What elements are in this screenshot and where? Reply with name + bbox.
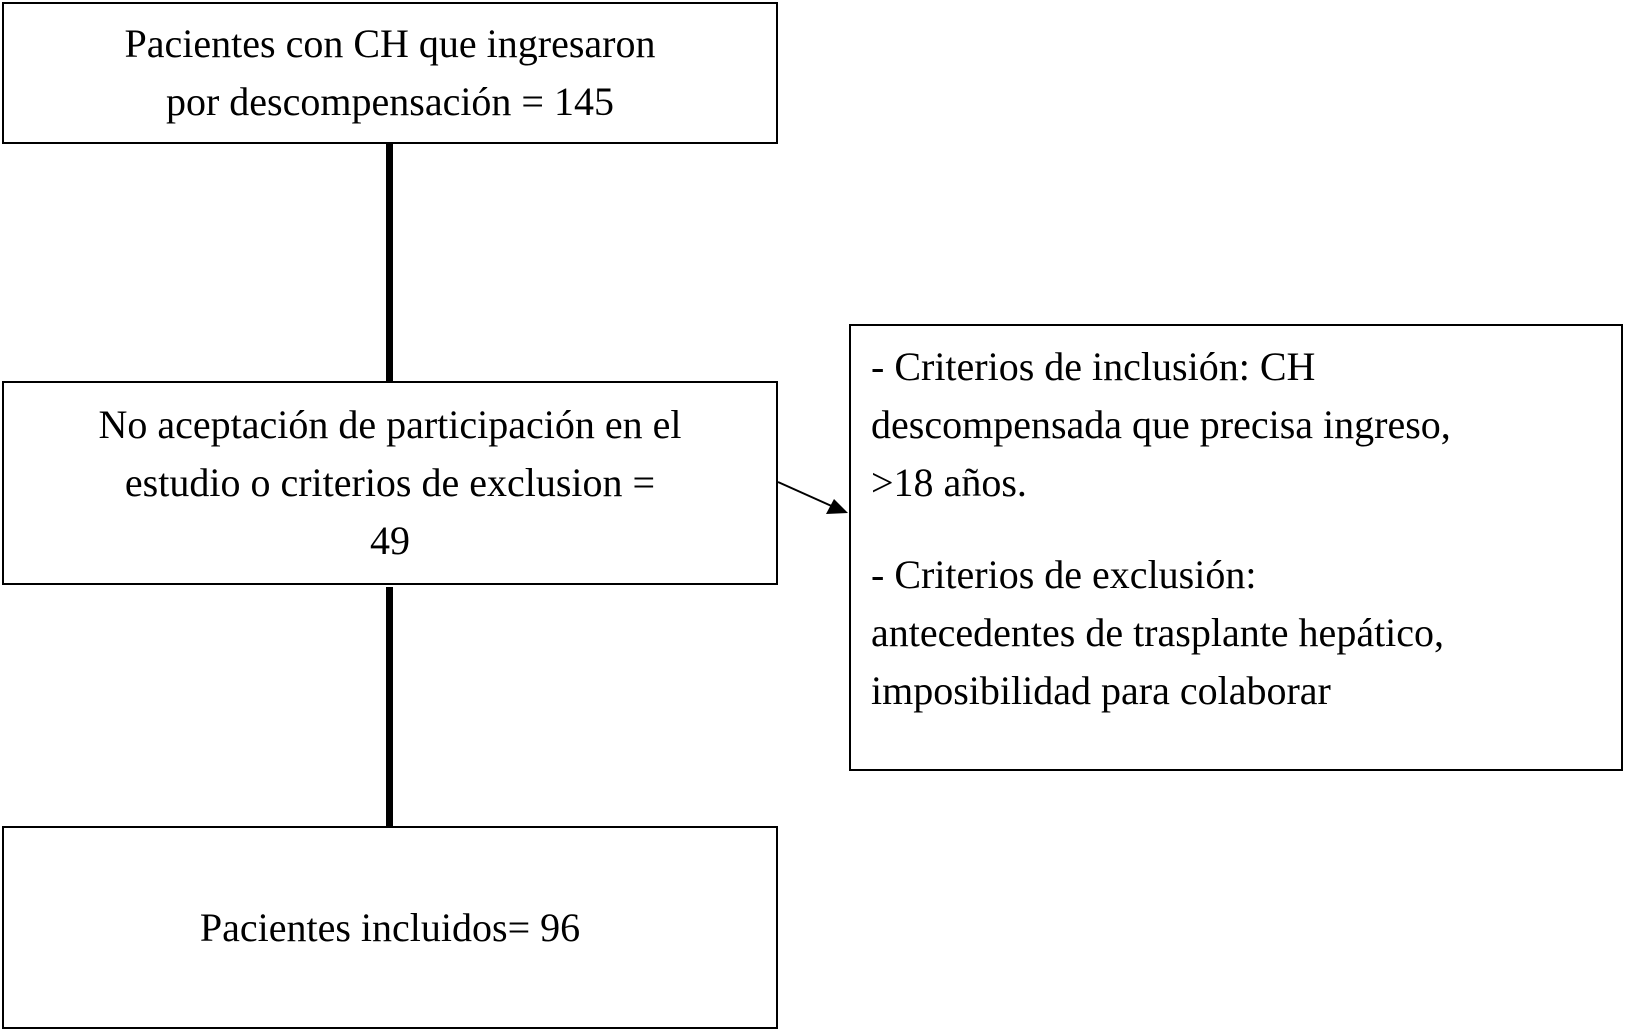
total-patients-box: Pacientes con CH que ingresaron por desc… [2, 2, 778, 144]
criteria-arrow-line [777, 481, 837, 509]
exclusion-criteria-line-2: antecedentes de trasplante hepático, [871, 610, 1445, 655]
criteria-arrow-head [826, 499, 848, 514]
exclusion-criteria-line-1: - Criterios de exclusión: [871, 552, 1257, 597]
criteria-spacer [871, 512, 1621, 546]
inclusion-criteria-line-1: - Criterios de inclusión: CH [871, 344, 1316, 389]
included-patients-text: Pacientes incluidos= 96 [199, 904, 581, 950]
excluded-patients-line-2: estudio o criterios de exclusion = [124, 460, 656, 505]
criteria-box: - Criterios de inclusión: CH descompensa… [849, 324, 1623, 771]
included-patients-box: Pacientes incluidos= 96 [2, 826, 778, 1029]
total-patients-line-2: por descompensación = 145 [165, 79, 614, 124]
connector-top-to-middle [386, 144, 393, 381]
inclusion-criteria-line-3: >18 años. [871, 460, 1027, 505]
connector-middle-to-bottom [386, 587, 393, 826]
excluded-patients-box: No aceptación de participación en el est… [2, 381, 778, 585]
inclusion-criteria: - Criterios de inclusión: CH descompensa… [871, 338, 1621, 512]
excluded-patients-line-3: 49 [370, 518, 410, 563]
exclusion-criteria-line-3: imposibilidad para colaborar [871, 668, 1331, 713]
exclusion-criteria: - Criterios de exclusión: antecedentes d… [871, 546, 1621, 720]
inclusion-criteria-line-2: descompensada que precisa ingreso, [871, 402, 1451, 447]
excluded-patients-line-1: No aceptación de participación en el [98, 402, 682, 447]
total-patients-line-1: Pacientes con CH que ingresaron [124, 21, 656, 66]
